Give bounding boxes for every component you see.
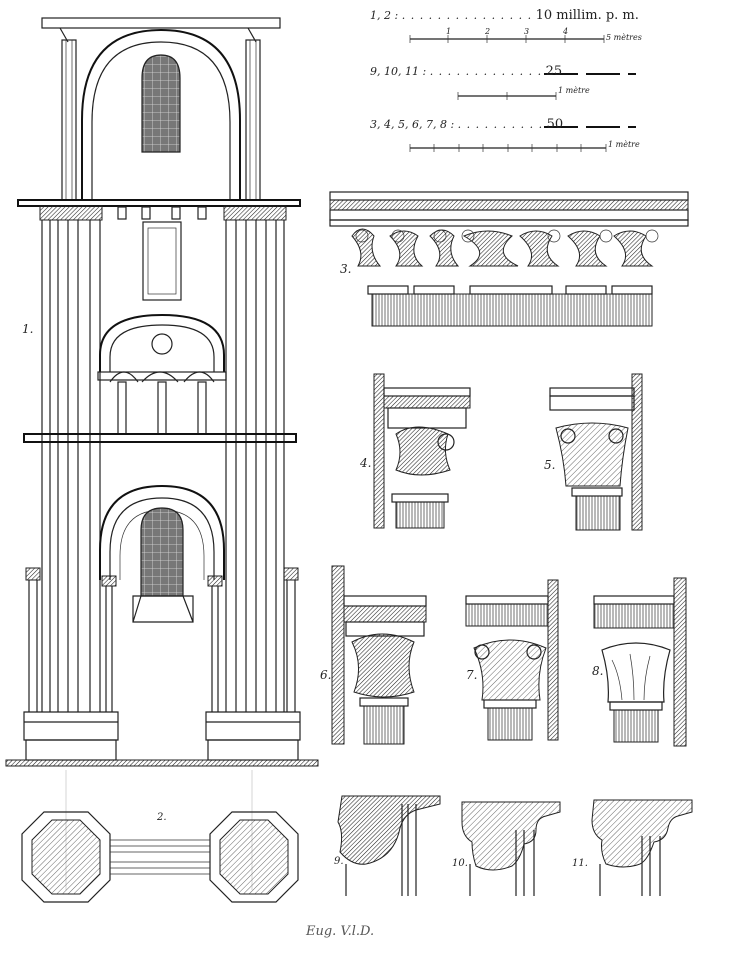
fig5-capital (549, 373, 643, 531)
scale-bars (409, 35, 636, 152)
fig3-capitals-row (329, 191, 689, 327)
fig-label-8: 8. (592, 664, 604, 678)
fig2-plan (21, 770, 299, 903)
fig-label-5: 5. (544, 458, 556, 472)
fig10-section (461, 801, 561, 896)
fig-label-10: 10. (452, 858, 468, 869)
scale-1-row: 1, 2 : . . . . . . . . . . . . . . . 10 … (370, 8, 639, 23)
scale-1-tick-3: 3 (524, 27, 530, 36)
scale-3-unit: 1 mètre (608, 140, 640, 149)
scale-1-tick-4: 4 (563, 27, 569, 36)
scale-3-figures: 3, 4, 5, 6, 7, 8 : (370, 118, 455, 131)
scale-2-figures: 9, 10, 11 : (370, 65, 427, 78)
fig4-capital (373, 373, 471, 529)
capital-foliage (351, 228, 654, 267)
scale-1-tick-1: 1 (446, 27, 452, 36)
fig-label-9: 9. (334, 856, 344, 867)
fig11-section (591, 799, 693, 896)
fig9-section (337, 795, 441, 896)
fig-label-3: 3. (340, 262, 352, 276)
scale-2-unit: 1 mètre (558, 86, 590, 95)
fig1-bay-elevation (5, 17, 319, 767)
fig6-capital (331, 565, 427, 745)
fig-label-2: 2. (157, 812, 167, 823)
scale-1-figures: 1, 2 : (370, 9, 399, 22)
fig-label-1: 1. (22, 322, 34, 336)
fig-label-7: 7. (466, 668, 478, 682)
fig7-capital (465, 579, 559, 741)
fig-label-4: 4. (360, 456, 372, 470)
fig8-capital (593, 577, 687, 747)
scale-1-unit: 5 mètres (606, 33, 642, 42)
scale-1-tick-2: 2 (485, 27, 491, 36)
scale-2-row: 9, 10, 11 : . . . . . . . . . . . . . 25 (370, 64, 563, 79)
scale-3-value: 50 (546, 117, 564, 132)
scale-1-value: 10 millim. p. m. (535, 8, 639, 23)
scale-3-row: 3, 4, 5, 6, 7, 8 : . . . . . . . . . . 5… (370, 117, 564, 132)
fig-label-6: 6. (320, 668, 332, 682)
engraver-signature: Eug. V.l.D. (306, 924, 375, 939)
scale-2-value: 25 (545, 64, 563, 79)
fig-label-11: 11. (572, 858, 588, 869)
